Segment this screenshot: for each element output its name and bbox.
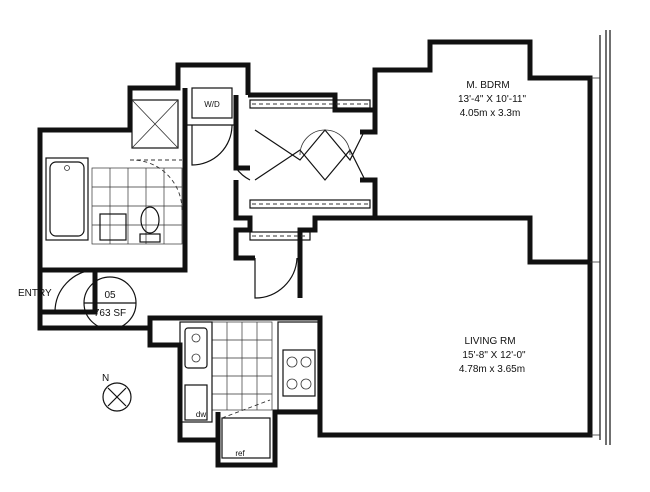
living-dims-imperial: 15'-8" X 12'-0" bbox=[462, 350, 526, 361]
living-dims-metric: 4.78m x 3.65m bbox=[459, 364, 525, 375]
dishwasher-label: dw bbox=[196, 410, 206, 419]
unit-area: 763 SF bbox=[94, 308, 126, 319]
living-label: LIVING RM 15'-8" X 12'-0" 4.78m x 3.65m bbox=[459, 336, 526, 375]
bedroom-dims-imperial: 13'-4" X 10'-11" bbox=[458, 94, 526, 105]
ref-label: ref bbox=[235, 449, 245, 458]
north-arrow-icon: N bbox=[102, 373, 132, 412]
entry-door bbox=[54, 269, 96, 313]
wd-label: W/D bbox=[204, 100, 220, 109]
bedroom-name: M. BDRM bbox=[466, 80, 509, 91]
living-name: LIVING RM bbox=[464, 336, 515, 347]
bedroom-dims-metric: 4.05m x 3.3m bbox=[460, 108, 521, 119]
exterior-walls bbox=[37, 39, 593, 468]
kitchen: dw ref bbox=[179, 321, 319, 459]
bathroom bbox=[45, 99, 183, 245]
closets bbox=[235, 99, 371, 299]
washer-dryer-closet: W/D bbox=[186, 87, 234, 166]
unit-number: 05 bbox=[104, 290, 116, 301]
north-label: N bbox=[102, 373, 109, 384]
unit-badge: 05 763 SF bbox=[83, 276, 137, 330]
windows bbox=[590, 30, 611, 445]
bedroom-label: M. BDRM 13'-4" X 10'-11" 4.05m x 3.3m bbox=[458, 80, 526, 119]
entry-label: ENTRY bbox=[18, 288, 52, 299]
